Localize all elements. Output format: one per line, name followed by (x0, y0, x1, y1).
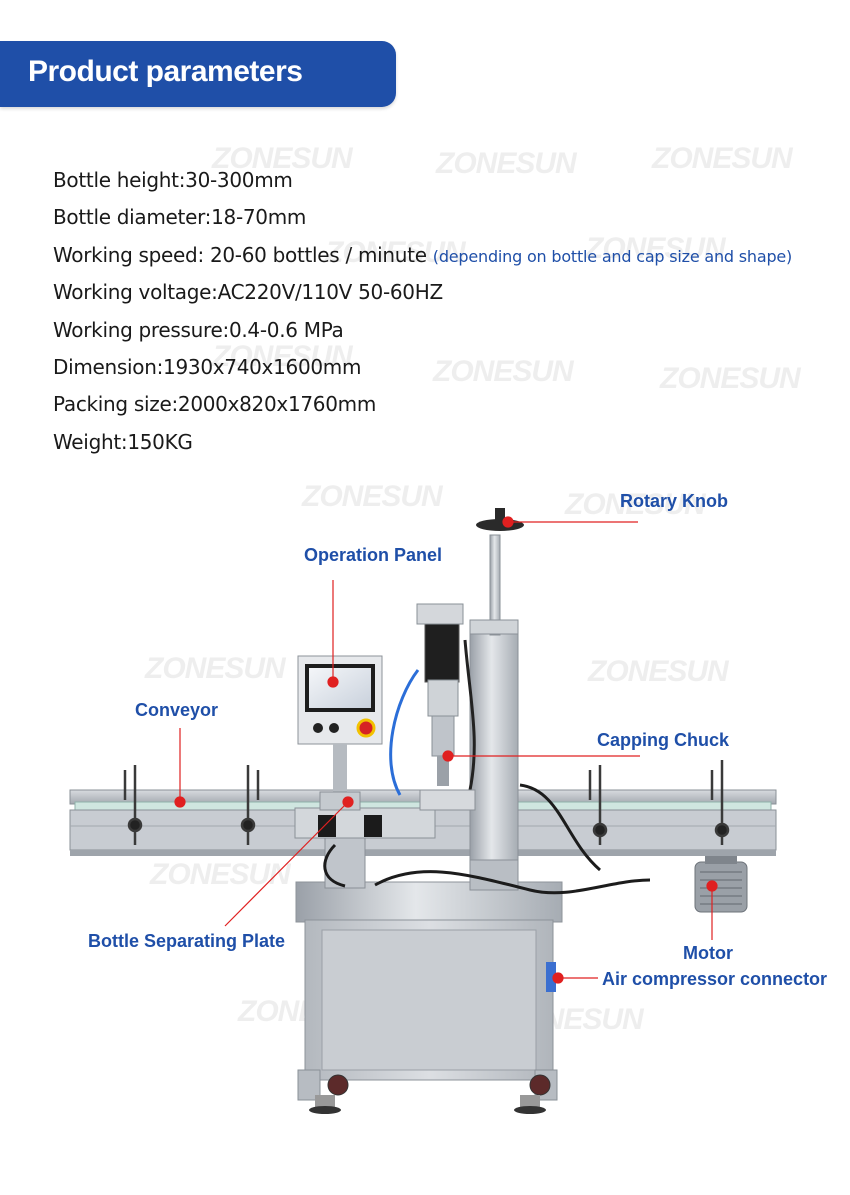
callout-conveyor: Conveyor (135, 700, 219, 720)
callout-capping-chuck: Capping Chuck (597, 730, 730, 750)
header-banner: Product parameters (0, 41, 396, 107)
callout-rotary-knob: Rotary Knob (620, 491, 728, 511)
watermark: ZONESUN (212, 340, 353, 373)
guide-posts (123, 760, 730, 845)
param-bottle-height: Bottle height:30-300mm (53, 168, 293, 192)
callout-operation-panel: Operation Panel (304, 545, 443, 565)
air-compressor-connector-fitting (546, 962, 556, 992)
param-bottle-diameter: Bottle diameter:18-70mm (53, 205, 307, 230)
param-working-pressure: Working pressure:0.4-0.6 MPa (53, 317, 344, 342)
param-packing-size: Packing size:2000x820x1760mm (53, 392, 377, 417)
watermark: ZONESUN (436, 147, 577, 180)
caster-wheel (327, 1074, 349, 1096)
capping-motor (424, 619, 460, 683)
watermark: ZONESUN (325, 236, 466, 269)
watermark: ZONESUN (433, 355, 574, 388)
parameter-list: Bottle height:30-300mm Bottle diameter:1… (53, 162, 792, 461)
capping-chuck-body (431, 715, 455, 757)
param-dimension: Dimension:1930x740x1600mm (53, 354, 362, 379)
caster-wheel (529, 1074, 551, 1096)
callout-lines (174, 516, 718, 984)
param-working-speed: Working speed: 20-60 bottles / minute (d… (53, 242, 793, 267)
callout-motor: Motor (683, 943, 733, 963)
watermark: ZONESUN (302, 480, 443, 513)
watermark: ZONESUN (588, 655, 729, 688)
watermark: ZONESUN (565, 488, 706, 521)
watermark: ZONESUN (145, 652, 286, 685)
watermark: ZONESUN (652, 142, 793, 175)
emergency-stop (356, 718, 376, 738)
callout-bottle-separating-plate: Bottle Separating Plate (88, 931, 286, 951)
watermark: ZONESUN (660, 362, 801, 395)
capping-machine-illustration (69, 508, 777, 1114)
vertical-column (469, 631, 519, 883)
watermark: ZONESUN (212, 142, 353, 175)
page-title: Product parameters (28, 55, 303, 88)
watermark: ZONESUN (585, 232, 726, 265)
watermark: ZONESUN (150, 858, 291, 891)
param-note: (depending on bottle and cap size and sh… (432, 246, 793, 266)
callout-air-compressor-connector: Air compressor connector (602, 969, 828, 989)
param-weight: Weight:150KG (53, 429, 193, 454)
param-working-voltage: Working voltage:AC220V/110V 50-60HZ (53, 280, 443, 305)
